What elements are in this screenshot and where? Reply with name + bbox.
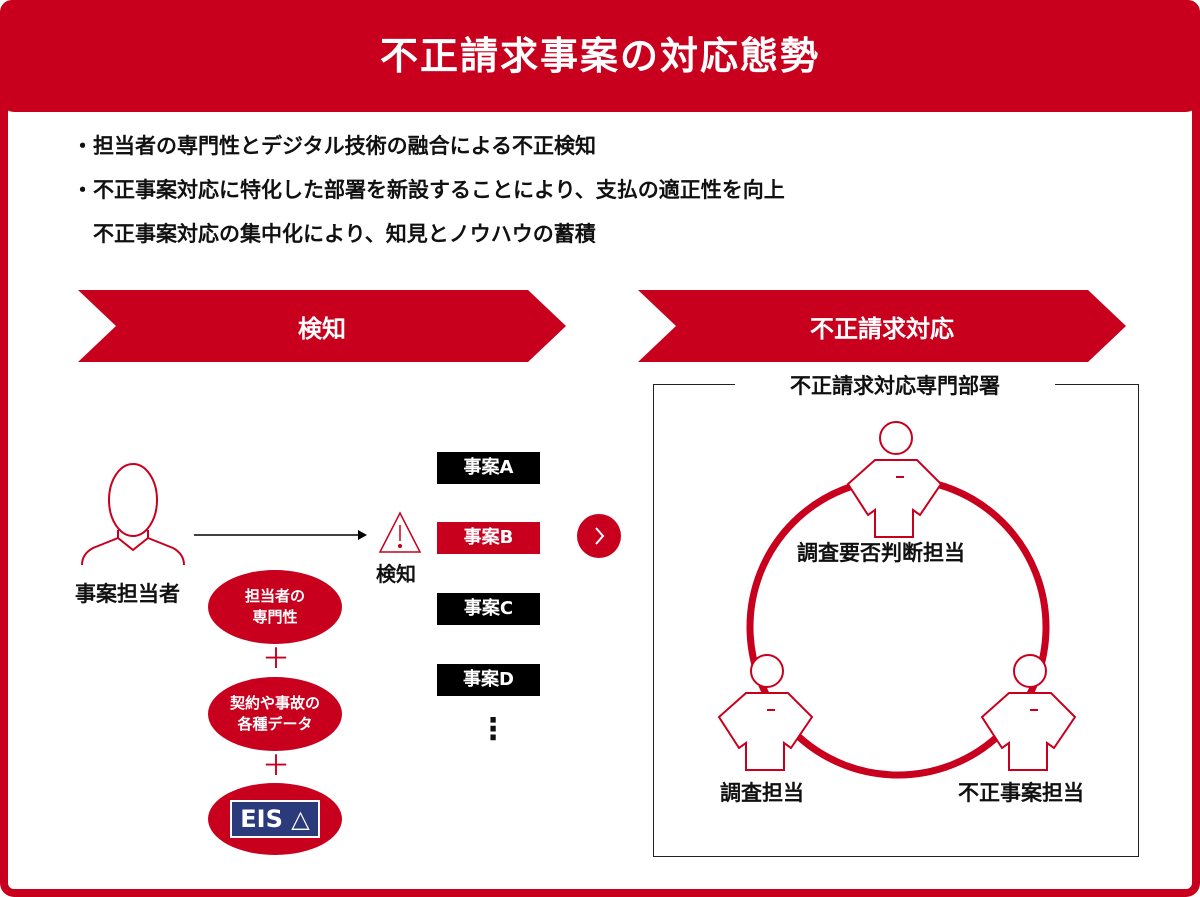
person-icon [81, 463, 185, 566]
case-b[interactable]: 事案B [437, 522, 540, 554]
staff-icon [980, 654, 1077, 771]
plus-icon: ＋ [262, 749, 291, 782]
role-investigation: 調査担当 [720, 781, 804, 805]
arrow-right [194, 530, 367, 540]
case-a[interactable]: 事案A [437, 452, 540, 484]
next-arrow-icon [577, 514, 621, 558]
staff-icon [717, 654, 814, 771]
bullet-list: ・担当者の専門性とデジタル技術の融合による不正検知 ・不正事案対応に特化した部署… [72, 124, 785, 256]
role-screening: 調査要否判断担当 [797, 541, 965, 565]
plus-icon: ＋ [262, 642, 291, 675]
response-chevron: 不正請求対応 [638, 290, 1126, 362]
eis-logo: EIS △ [230, 800, 320, 838]
data-oval: 契約や事故の各種データ [208, 677, 342, 751]
case-c[interactable]: 事案C [437, 593, 540, 625]
detect-label: 検知 [376, 562, 416, 586]
expertise-oval: 担当者の専門性 [208, 570, 342, 644]
detect-chevron: 検知 [78, 290, 566, 362]
detect-chevron-label: 検知 [298, 314, 346, 343]
case-handler-label: 事案担当者 [75, 582, 180, 606]
dept-title: 不正請求対応専門部署 [735, 370, 1055, 400]
staff-icon [846, 421, 943, 538]
bullet-item: ・不正事案対応に特化した部署を新設することにより、支払の適正性を向上 [72, 178, 785, 202]
warning-icon [378, 511, 422, 553]
bullet-item: 不正事案対応の集中化により、知見とノウハウの蓄積 [72, 222, 596, 246]
eis-oval: EIS △ [208, 783, 342, 855]
response-chevron-label: 不正請求対応 [810, 314, 954, 343]
page-title: 不正請求事案の対応態勢 [0, 0, 1200, 112]
case-d[interactable]: 事案D [437, 664, 540, 696]
role-fraud-case: 不正事案担当 [958, 781, 1084, 805]
ellipsis: ⋮ [478, 712, 508, 747]
bullet-item: ・担当者の専門性とデジタル技術の融合による不正検知 [72, 134, 596, 158]
